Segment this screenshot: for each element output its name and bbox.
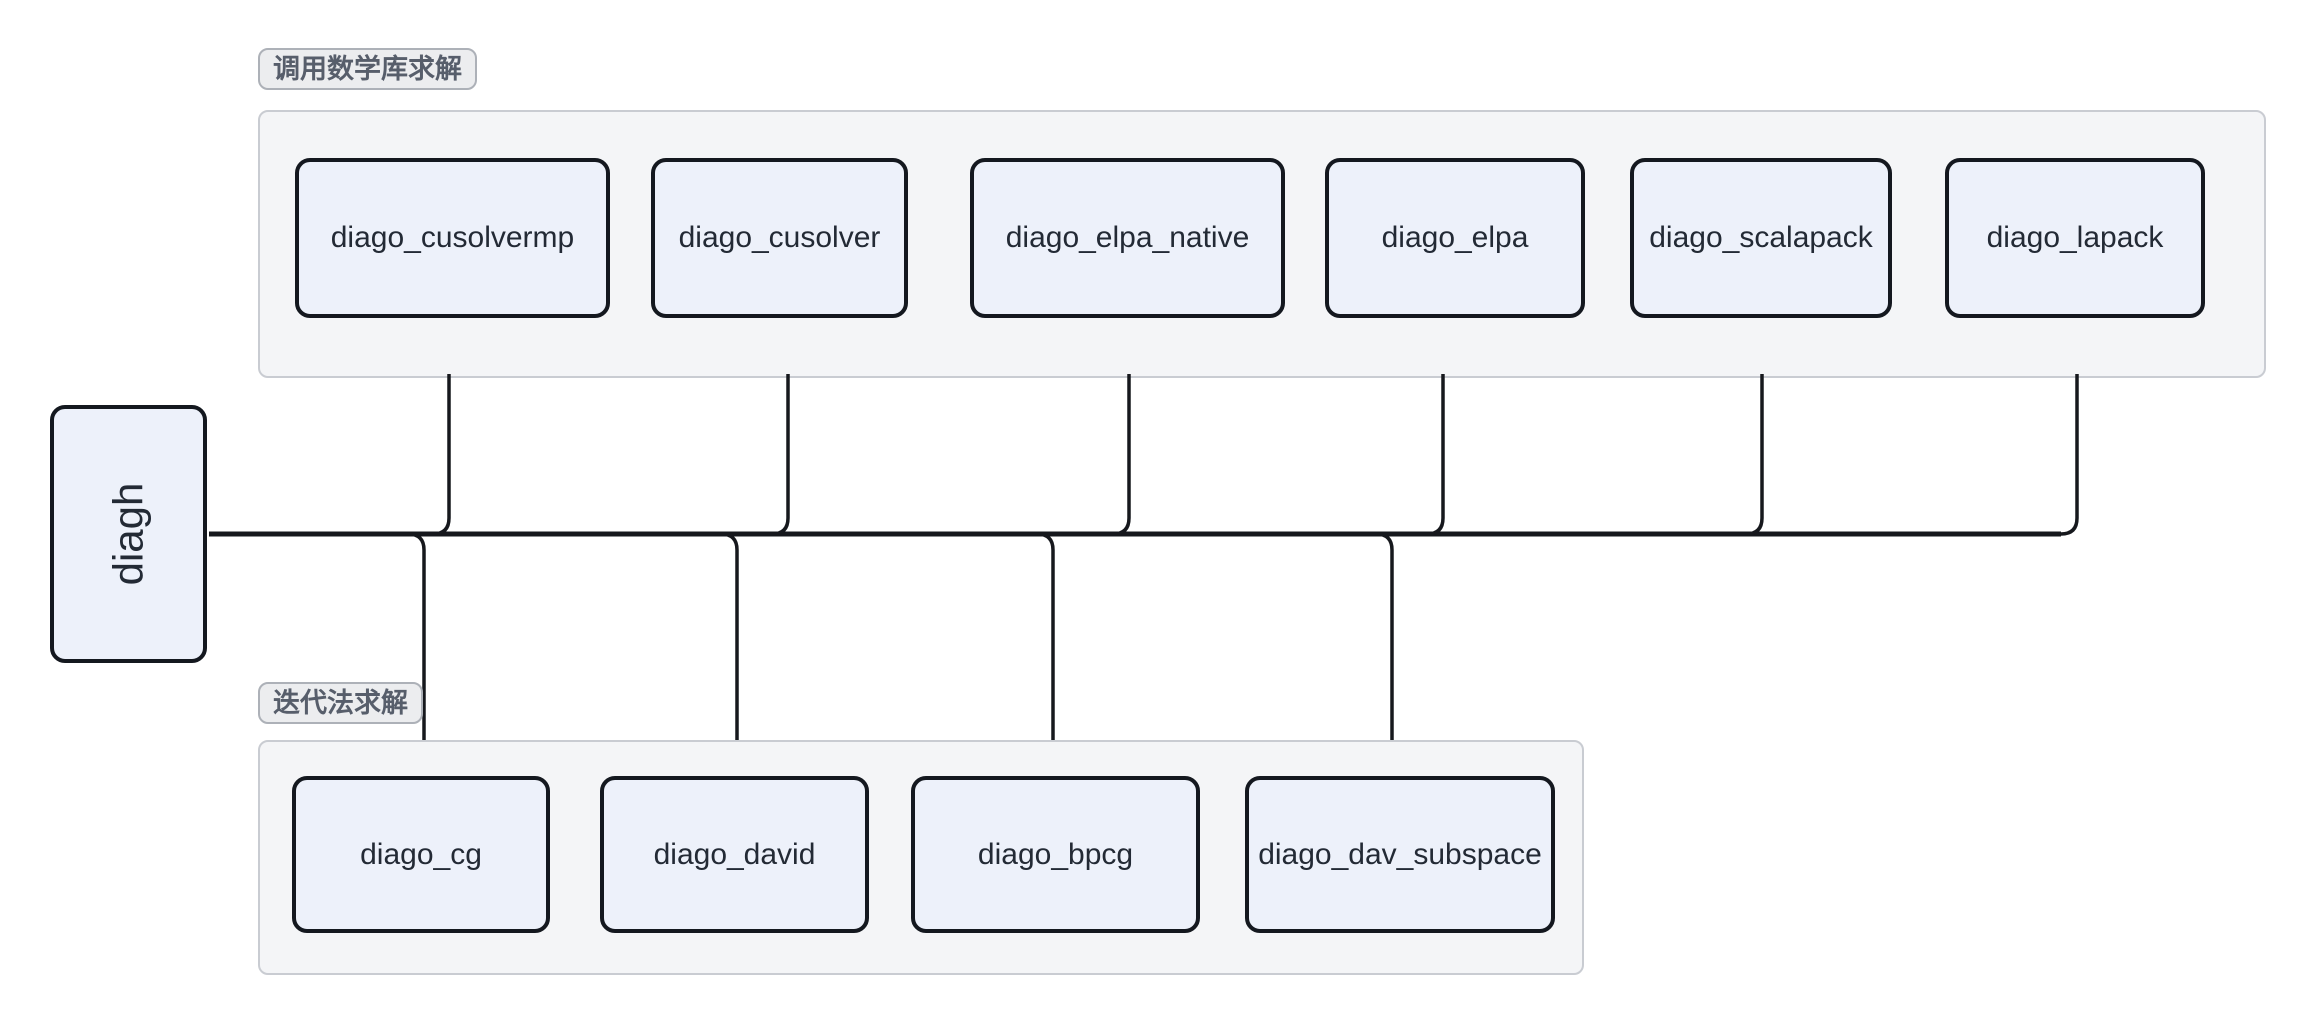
node-label: diago_cusolvermp: [330, 221, 575, 254]
node-label: diago_lapack: [1986, 221, 2164, 254]
node-label: diago_elpa_native: [1005, 221, 1250, 254]
node-label: diago_david: [653, 837, 816, 871]
node-diagh: diagh: [50, 405, 207, 663]
node-label: diago_dav_subspace: [1258, 837, 1542, 871]
node-label: diago_scalapack: [1649, 221, 1873, 254]
node-diago-elpa-native: diago_elpa_native: [970, 158, 1285, 318]
node-diago-cusolvermp: diago_cusolvermp: [295, 158, 610, 318]
node-diago-elpa: diago_elpa: [1325, 158, 1585, 318]
node-diago-dav-subspace: diago_dav_subspace: [1245, 776, 1555, 933]
node-label: diago_cg: [360, 837, 482, 871]
node-diago-david: diago_david: [600, 776, 869, 933]
node-label: diago_elpa: [1381, 221, 1529, 254]
node-diago-scalapack: diago_scalapack: [1630, 158, 1892, 318]
node-diago-lapack: diago_lapack: [1945, 158, 2205, 318]
node-diagh-label: diagh: [104, 482, 152, 586]
cluster-label-math-library: 调用数学库求解: [258, 48, 477, 90]
edges-to-math-lib-cluster: [432, 374, 2079, 536]
node-label: diago_cusolver: [678, 221, 881, 254]
edges-to-iterative-cluster: [407, 532, 1394, 740]
node-diago-cusolver: diago_cusolver: [651, 158, 908, 318]
node-diago-bpcg: diago_bpcg: [911, 776, 1200, 933]
cluster-label-iterative-methods: 迭代法求解: [258, 682, 423, 724]
node-diago-cg: diago_cg: [292, 776, 550, 933]
node-label: diago_bpcg: [977, 837, 1134, 871]
